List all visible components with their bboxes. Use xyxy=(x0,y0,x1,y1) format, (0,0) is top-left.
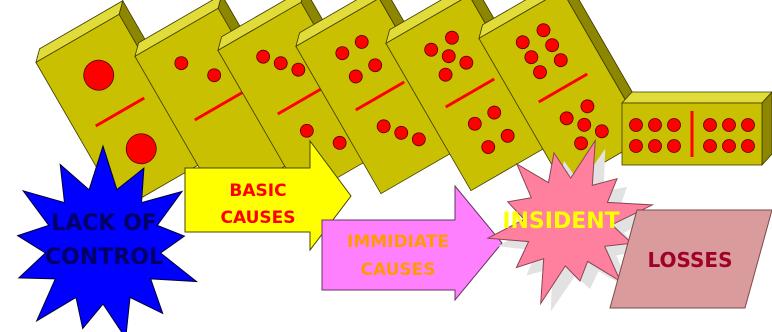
lack-label-line1: LACK OF xyxy=(51,211,157,236)
losses-box: LOSSES xyxy=(610,210,772,308)
pip xyxy=(742,140,755,153)
domino-top xyxy=(622,92,772,103)
pip xyxy=(649,119,662,132)
pip xyxy=(742,119,755,132)
incident-label: INSIDENT xyxy=(502,209,619,234)
pip xyxy=(704,140,717,153)
pip xyxy=(668,119,681,132)
pip xyxy=(630,119,643,132)
pip xyxy=(723,140,736,153)
losses-label: LOSSES xyxy=(647,248,732,272)
lack-label-line2: CONTROL xyxy=(45,245,163,270)
domino-side xyxy=(762,92,772,165)
immediate-label-line1: IMMIDIATE xyxy=(347,232,449,252)
immediate-causes-arrow: IMMIDIATE CAUSES xyxy=(322,186,502,300)
pip xyxy=(649,140,662,153)
immediate-label-line2: CAUSES xyxy=(360,260,435,280)
domino-7 xyxy=(622,92,772,165)
pip xyxy=(704,119,717,132)
pip xyxy=(723,119,736,132)
pip xyxy=(630,140,643,153)
pip xyxy=(668,140,681,153)
basic-label-line1: BASIC xyxy=(229,181,286,201)
basic-label-line2: CAUSES xyxy=(220,208,295,228)
